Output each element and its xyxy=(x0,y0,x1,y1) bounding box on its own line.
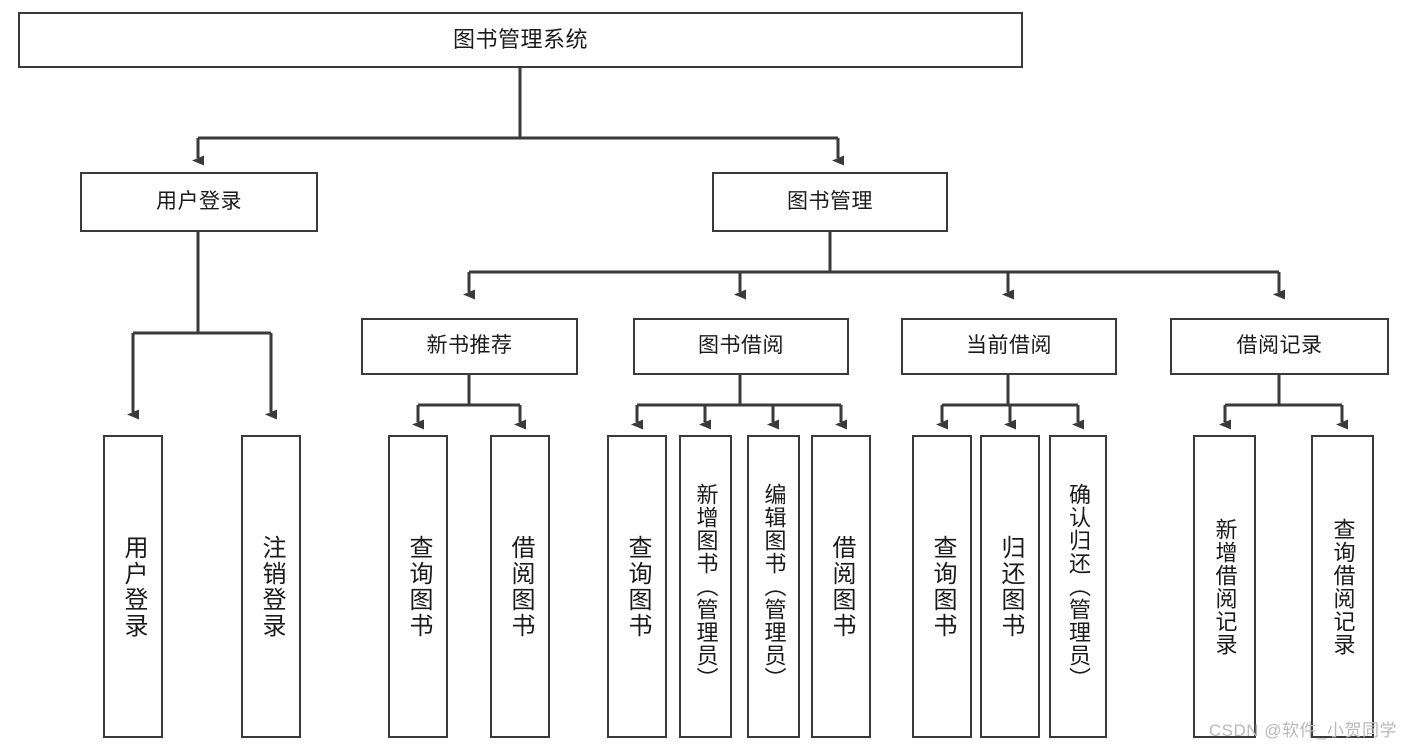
node-leaf-confirm-return[interactable]: 确认归还（管理员） xyxy=(1049,435,1107,738)
node-leaf-query-book-2-label: 查询图书 xyxy=(624,534,651,639)
node-leaf-user-login-label: 用户登录 xyxy=(120,534,147,639)
node-leaf-add-record-label: 新增借阅记录 xyxy=(1212,517,1238,656)
node-leaf-query-book-2[interactable]: 查询图书 xyxy=(607,435,667,738)
node-leaf-add-book[interactable]: 新增图书（管理员） xyxy=(679,435,732,738)
node-user-login[interactable]: 用户登录 xyxy=(80,172,318,232)
node-leaf-query-record[interactable]: 查询借阅记录 xyxy=(1311,435,1374,738)
node-leaf-edit-book[interactable]: 编辑图书（管理员） xyxy=(747,435,800,738)
node-leaf-edit-book-label: 编辑图书（管理员） xyxy=(761,483,787,690)
node-leaf-confirm-return-label: 确认归还（管理员） xyxy=(1066,483,1091,690)
node-new-book-rec[interactable]: 新书推荐 xyxy=(361,318,578,375)
node-leaf-user-logout-label: 注销登录 xyxy=(258,534,285,639)
node-leaf-user-login[interactable]: 用户登录 xyxy=(103,435,163,738)
node-root[interactable]: 图书管理系统 xyxy=(18,12,1023,68)
node-book-manage[interactable]: 图书管理 xyxy=(712,172,948,232)
node-borrow-record[interactable]: 借阅记录 xyxy=(1170,318,1389,375)
node-leaf-user-logout[interactable]: 注销登录 xyxy=(241,435,301,738)
node-user-login-label: 用户登录 xyxy=(156,189,242,213)
node-new-book-rec-label: 新书推荐 xyxy=(426,334,513,358)
node-leaf-add-record[interactable]: 新增借阅记录 xyxy=(1193,435,1256,738)
node-leaf-borrow-book-2[interactable]: 借阅图书 xyxy=(811,435,871,738)
node-current-borrow-label: 当前借阅 xyxy=(966,334,1052,358)
node-leaf-return-book[interactable]: 归还图书 xyxy=(980,435,1040,738)
node-book-manage-label: 图书管理 xyxy=(787,189,873,213)
node-borrow-record-label: 借阅记录 xyxy=(1236,334,1323,358)
node-leaf-query-book-1-label: 查询图书 xyxy=(405,534,432,639)
node-book-borrow-label: 图书借阅 xyxy=(698,334,784,358)
node-leaf-query-book-3[interactable]: 查询图书 xyxy=(912,435,972,738)
node-leaf-query-book-3-label: 查询图书 xyxy=(929,534,956,639)
node-leaf-query-book-1[interactable]: 查询图书 xyxy=(388,435,448,738)
node-leaf-return-book-label: 归还图书 xyxy=(997,534,1024,639)
node-root-label: 图书管理系统 xyxy=(452,27,588,53)
node-current-borrow[interactable]: 当前借阅 xyxy=(901,318,1117,375)
node-leaf-query-record-label: 查询借阅记录 xyxy=(1330,517,1356,656)
node-leaf-borrow-book-2-label: 借阅图书 xyxy=(828,534,855,639)
node-book-borrow[interactable]: 图书借阅 xyxy=(633,318,849,375)
node-leaf-add-book-label: 新增图书（管理员） xyxy=(693,483,719,690)
node-leaf-borrow-book-1-label: 借阅图书 xyxy=(507,534,534,639)
watermark-text: CSDN @软件_小贺同学 xyxy=(1208,721,1397,740)
node-leaf-borrow-book-1[interactable]: 借阅图书 xyxy=(490,435,550,738)
